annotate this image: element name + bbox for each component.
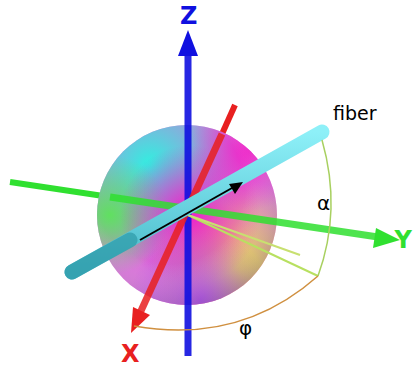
angle-label: φ (239, 318, 252, 338)
angle-label: α (317, 193, 330, 213)
axis-label: Y (395, 228, 412, 252)
fiber-label: fiber (333, 104, 377, 123)
axis-label: X (121, 342, 140, 366)
axis-label: Z (180, 4, 197, 28)
